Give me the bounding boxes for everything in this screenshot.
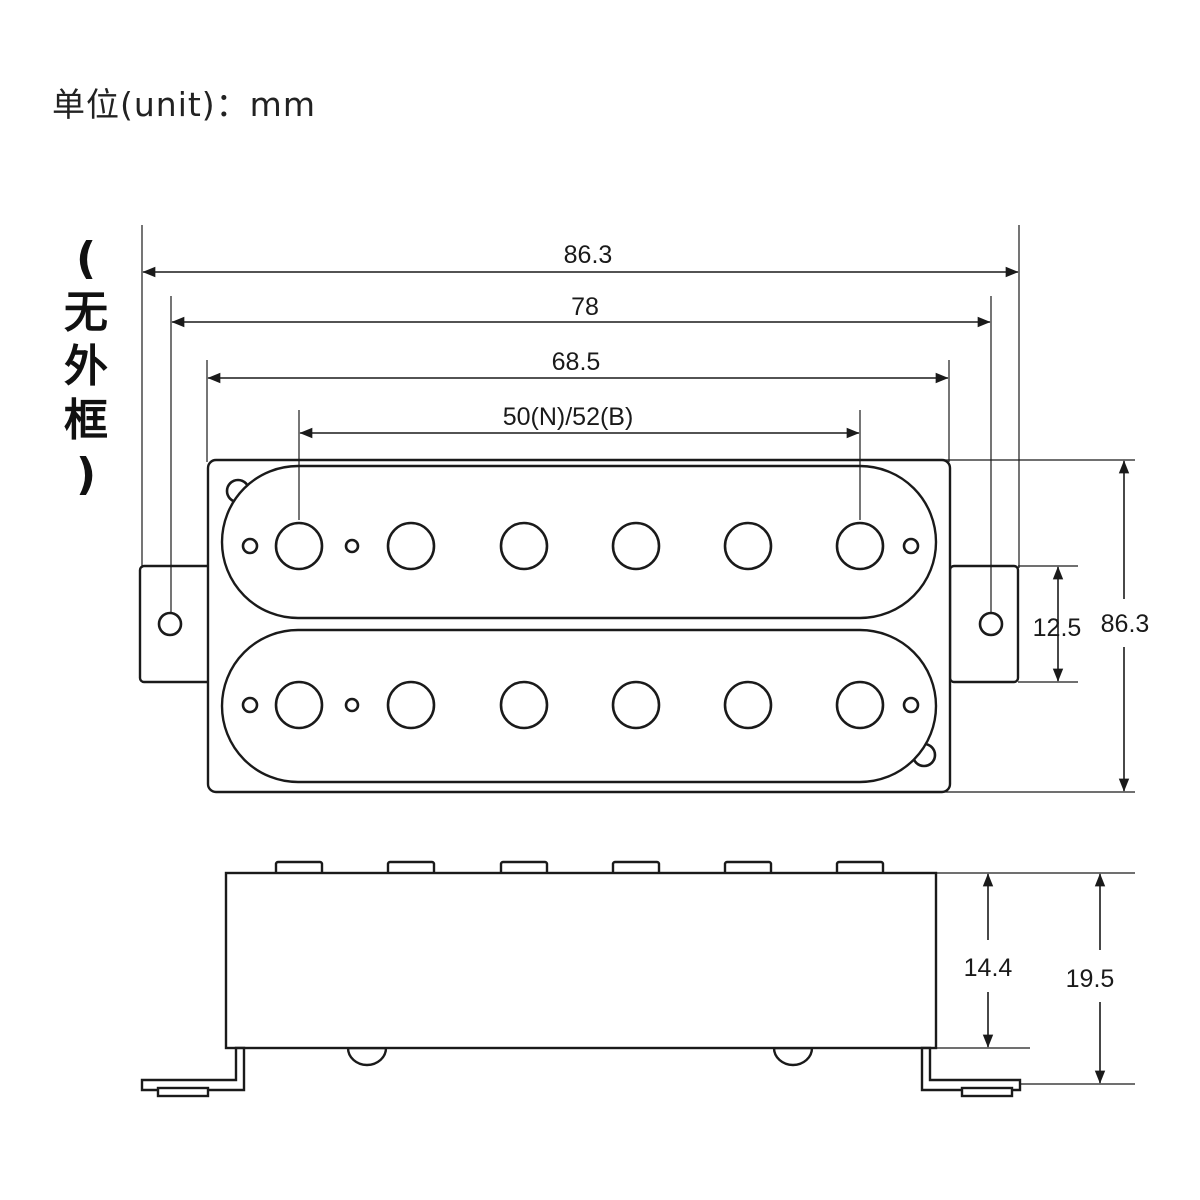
small-hole — [344, 538, 360, 554]
pole-piece — [611, 680, 661, 730]
top-bobbin — [220, 464, 938, 620]
left-mount-hole — [157, 611, 183, 637]
dim-label-base-width: 68.5 — [552, 348, 601, 376]
right-mount-tab — [920, 1046, 1022, 1092]
left-tab-screw — [156, 1086, 210, 1098]
right-tab-screw — [960, 1086, 1014, 1098]
pole-piece — [835, 521, 885, 571]
small-hole — [902, 537, 920, 555]
screw-head — [346, 1046, 388, 1067]
pole-piece — [274, 680, 324, 730]
dim-label-overall-width: 86.3 — [564, 241, 613, 269]
small-hole — [241, 537, 259, 555]
note-open-paren: ( — [75, 233, 97, 284]
dim-label-overall-length: 86.3 — [1101, 610, 1150, 638]
note-char-3: 框 — [64, 395, 108, 446]
small-hole — [344, 697, 360, 713]
bottom-bobbin — [220, 628, 938, 784]
dim-label-pole-spacing: 50(N)/52(B) — [503, 403, 634, 431]
extension-lines — [141, 225, 1135, 793]
pole-piece — [274, 521, 324, 571]
pole-piece — [611, 521, 661, 571]
note-char-2: 外 — [64, 341, 108, 392]
pole-piece — [499, 521, 549, 571]
pole-piece — [386, 680, 436, 730]
top-view — [138, 458, 1020, 794]
side-view — [140, 860, 1022, 1098]
pole-piece — [835, 680, 885, 730]
pickup-body — [224, 871, 938, 1050]
dimension-arrows — [142, 266, 1130, 792]
pole-piece — [723, 521, 773, 571]
side-extension-lines — [936, 872, 1135, 1085]
dim-label-ear-width: 12.5 — [1033, 614, 1082, 642]
small-hole — [902, 696, 920, 714]
no-frame-note: ( 无 外 框 ) — [56, 232, 116, 502]
dim-label-body-height: 14.4 — [964, 954, 1013, 982]
left-mount-tab — [140, 1046, 246, 1092]
unit-label: 单位(unit)：mm — [52, 85, 316, 124]
pole-piece — [723, 680, 773, 730]
note-char-1: 无 — [64, 287, 108, 338]
dim-label-mount-spacing: 78 — [571, 293, 599, 321]
pole-piece — [386, 521, 436, 571]
pole-piece — [499, 680, 549, 730]
small-hole — [241, 696, 259, 714]
right-mount-hole — [978, 611, 1004, 637]
dim-label-total-height: 19.5 — [1066, 965, 1115, 993]
note-close-paren: ) — [75, 449, 97, 500]
screw-head — [772, 1046, 814, 1067]
side-dimension-arrows — [982, 873, 1106, 1084]
